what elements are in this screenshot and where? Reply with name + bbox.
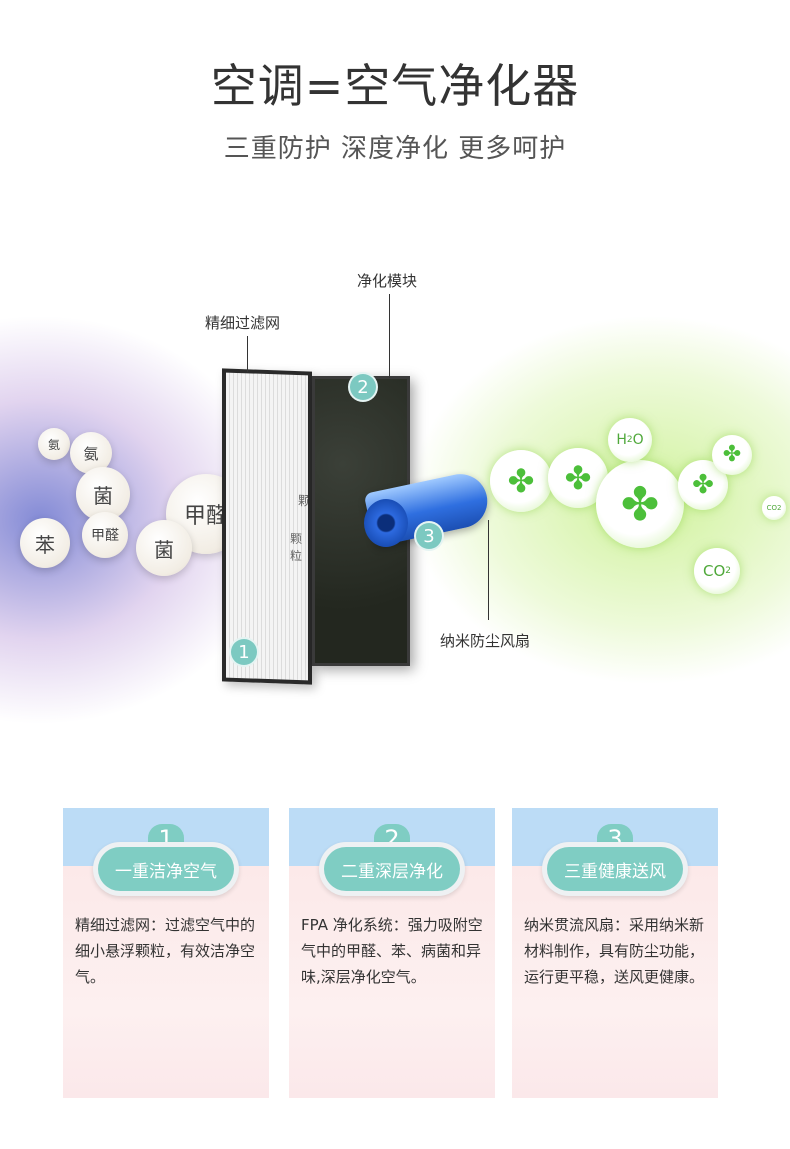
filter-overlay-text: 颗粒 <box>290 531 303 564</box>
badge-1: 1 <box>229 637 259 667</box>
pollutant-ball: 菌 <box>136 520 192 576</box>
label-fine-filter: 精细过滤网 <box>205 314 281 332</box>
card-description: 精细过滤网：过滤空气中的细小悬浮颗粒，有效洁净空气。 <box>75 916 256 986</box>
card-title-pill: 二重深层净化 <box>319 842 465 896</box>
leader-line <box>488 520 489 620</box>
card-title-pill: 一重洁净空气 <box>93 842 239 896</box>
leader-line <box>389 294 390 378</box>
card-title: 一重洁净空气 <box>98 847 234 891</box>
card-title-pill: 三重健康送风 <box>542 842 688 896</box>
clover-icon: ✤ <box>722 442 742 467</box>
clover-icon: ✤ <box>620 477 660 531</box>
pollutant-ball: 甲醛 <box>82 512 128 558</box>
badge-3: 3 <box>414 521 444 551</box>
pollutant-ball: 苯 <box>20 518 70 568</box>
card-description: 纳米贯流风扇：采用纳米新材料制作，具有防尘功能，运行更平稳，送风更健康。 <box>524 916 705 986</box>
fan-hub <box>364 499 408 547</box>
pollutant-ball: 氨 <box>38 428 70 460</box>
clover-icon: ✤ <box>692 470 714 500</box>
label-module: 净化模块 <box>357 272 418 290</box>
clover-ball: ✤ <box>712 435 752 475</box>
fine-filter-mesh: 颗 颗粒 <box>222 368 312 685</box>
clover-icon: ✤ <box>564 459 592 497</box>
co2-molecule-small: CO2 <box>762 496 786 520</box>
clover-ball: ✤ <box>596 460 684 548</box>
clover-ball: ✤ <box>490 450 552 512</box>
clover-icon: ✤ <box>507 462 535 500</box>
feature-card-3: 3 三重健康送风 纳米贯流风扇：采用纳米新材料制作，具有防尘功能，运行更平稳，送… <box>512 808 718 1098</box>
feature-card-2: 2 二重深层净化 FPA 净化系统：强力吸附空气中的甲醛、苯、病菌和异味,深层净… <box>289 808 495 1098</box>
filter-overlay-text: 颗 <box>298 494 312 510</box>
card-title: 三重健康送风 <box>547 847 683 891</box>
card-title: 二重深层净化 <box>324 847 460 891</box>
card-description: FPA 净化系统：强力吸附空气中的甲醛、苯、病菌和异味,深层净化空气。 <box>301 916 483 986</box>
feature-card-1: 1 一重洁净空气 精细过滤网：过滤空气中的细小悬浮颗粒，有效洁净空气。 <box>63 808 269 1098</box>
page-subtitle: 三重防护 深度净化 更多呵护 <box>223 134 567 164</box>
label-fan: 纳米防尘风扇 <box>440 632 531 650</box>
leader-line <box>247 336 248 372</box>
badge-2: 2 <box>348 372 378 402</box>
page-title: 空调=空气净化器 <box>210 59 580 113</box>
